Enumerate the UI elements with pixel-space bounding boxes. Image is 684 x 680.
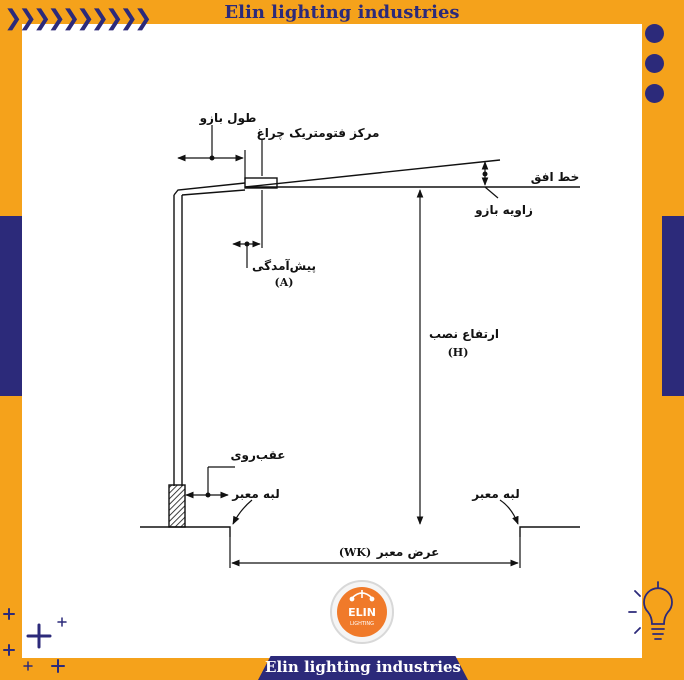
horizon-line-label: خط افق [531, 170, 579, 184]
header-title: Elin lighting industries [224, 2, 460, 23]
elin-logo: ELIN LIGHTING [330, 580, 394, 644]
arm-angle-label: زاویه بازو [474, 203, 533, 218]
overhang-symbol: (A) [275, 276, 294, 289]
footer-banner [258, 656, 468, 680]
chevrons-decoration: ❯❯❯❯❯❯❯❯❯❯ [4, 6, 152, 31]
overhang-dimension [232, 190, 263, 268]
ground-line [140, 526, 580, 537]
left-accent-band [0, 216, 22, 396]
logo-brand: ELIN [348, 606, 376, 619]
photometric-center-label: مرکز فتومتریک چراغ [257, 126, 380, 141]
road-edge-right-label: لبه معبر [471, 487, 519, 501]
arm-angle-dimension [481, 161, 499, 199]
street-lamp-icon [349, 590, 375, 602]
footer-title: Elin lighting industries [265, 658, 461, 676]
road-width-symbol: (WK) [339, 546, 371, 559]
arm-length-label: طول بازو [199, 111, 257, 126]
road-edge-left-label: لبه معبر [231, 487, 279, 501]
road-width-label: عرض معبر [376, 545, 440, 559]
pole-base [168, 484, 186, 528]
lamp-pole [173, 182, 246, 486]
lightbulb-icon [628, 581, 673, 640]
dot-decoration [645, 54, 664, 73]
tilt-line [244, 159, 501, 188]
logo-sub: LIGHTING [350, 621, 374, 627]
right-accent-band [662, 216, 684, 396]
setback-dimension [185, 466, 235, 499]
plus-icon [3, 608, 67, 673]
diagram-panel [22, 24, 642, 658]
road-edge-right-leader [499, 499, 519, 525]
setback-label: عقب‌روی [231, 448, 286, 463]
road-edge-left-leader [232, 499, 253, 525]
dot-decoration [645, 84, 664, 103]
mounting-height-label: ارتفاع نصب [429, 327, 499, 341]
dot-decoration [645, 24, 664, 43]
road-width-dimension [229, 537, 521, 568]
arm-length-dimension [177, 125, 246, 180]
mounting-height-symbol: (H) [448, 346, 469, 359]
overhang-label: پیش‌آمدگی [252, 258, 316, 273]
